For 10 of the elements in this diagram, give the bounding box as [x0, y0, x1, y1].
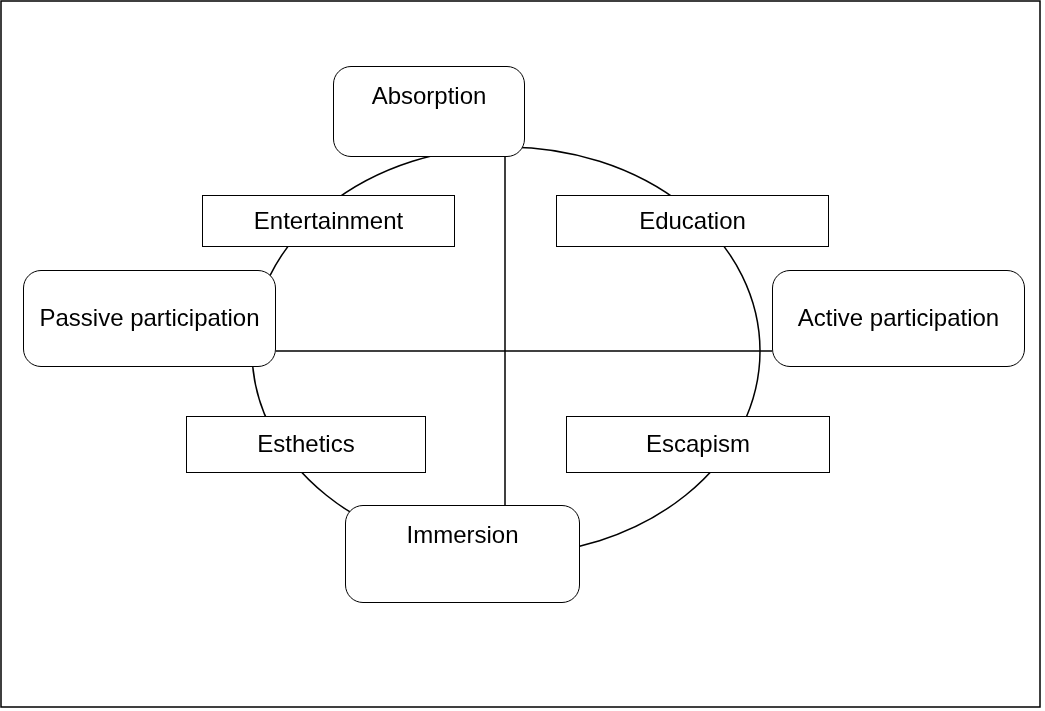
stage-box: Immersion	[345, 505, 580, 603]
axis-line	[504, 156, 506, 506]
stage-box: Absorption	[333, 66, 525, 157]
quadrant-box: Entertainment	[202, 195, 455, 247]
quadrant-box: Escapism	[566, 416, 830, 473]
quadrant-box: Esthetics	[186, 416, 426, 473]
quadrant-box: Education	[556, 195, 829, 247]
axis-line	[275, 350, 773, 352]
axis-end-box: Passive participation	[23, 270, 276, 367]
axis-end-box: Active participation	[772, 270, 1025, 367]
